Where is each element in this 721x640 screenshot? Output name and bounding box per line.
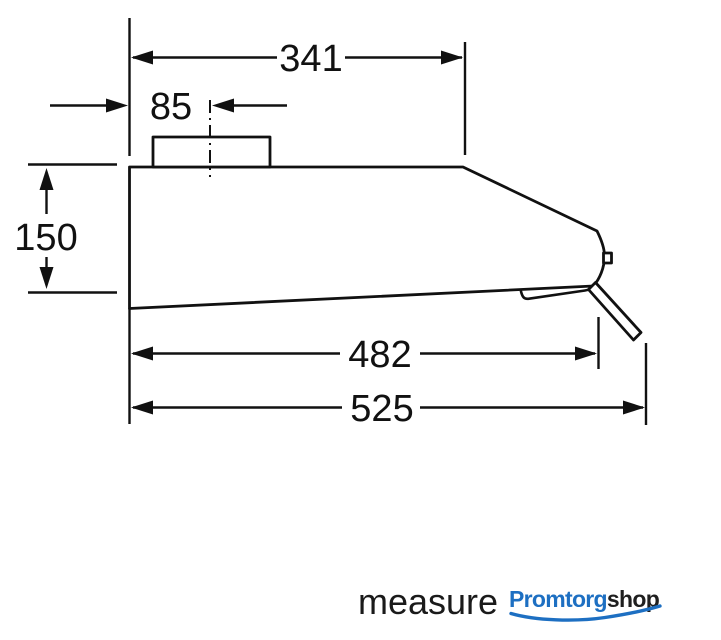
- diagonal-handle: [587, 281, 643, 342]
- duct-collar: [151, 135, 272, 169]
- arrowhead-right-icon: [106, 98, 128, 113]
- footer: measure Promtorgshop: [358, 581, 662, 622]
- dimension-label-overall-depth: 525: [350, 388, 413, 430]
- measure-label: measure: [358, 581, 498, 622]
- arrowhead-left-icon: [131, 400, 153, 415]
- dimension-label-top-width: 341: [279, 38, 342, 80]
- hood-body-outline: [128, 165, 606, 310]
- arrowhead-right-icon: [441, 50, 463, 65]
- arrowhead-right-icon: [623, 400, 645, 415]
- dimension-label-bottom-depth: 482: [348, 334, 411, 376]
- arrowhead-left-icon: [131, 50, 153, 65]
- dimension-overall-depth: 525: [131, 343, 648, 430]
- dimension-label-body-height: 150: [14, 217, 77, 259]
- arrowhead-down-icon: [39, 267, 54, 289]
- logo-primary-text: Promtorg: [509, 586, 607, 612]
- promtorgshop-logo: Promtorgshop: [509, 586, 662, 622]
- dimension-duct-offset: 85: [50, 86, 287, 128]
- logo-swoosh-icon: [509, 604, 662, 622]
- dimension-body-height: 150: [14, 163, 117, 294]
- arrowhead-right-icon: [575, 346, 597, 361]
- arrowhead-up-icon: [39, 168, 54, 190]
- arrowhead-left-icon: [131, 346, 153, 361]
- logo-text: Promtorgshop: [509, 586, 660, 612]
- dimension-bottom-depth: 482: [131, 317, 600, 376]
- dimension-label-duct-offset: 85: [150, 86, 192, 128]
- arrowhead-left-icon: [212, 98, 234, 113]
- front-knob: [602, 251, 613, 265]
- dimension-top-width: 341: [128, 18, 467, 156]
